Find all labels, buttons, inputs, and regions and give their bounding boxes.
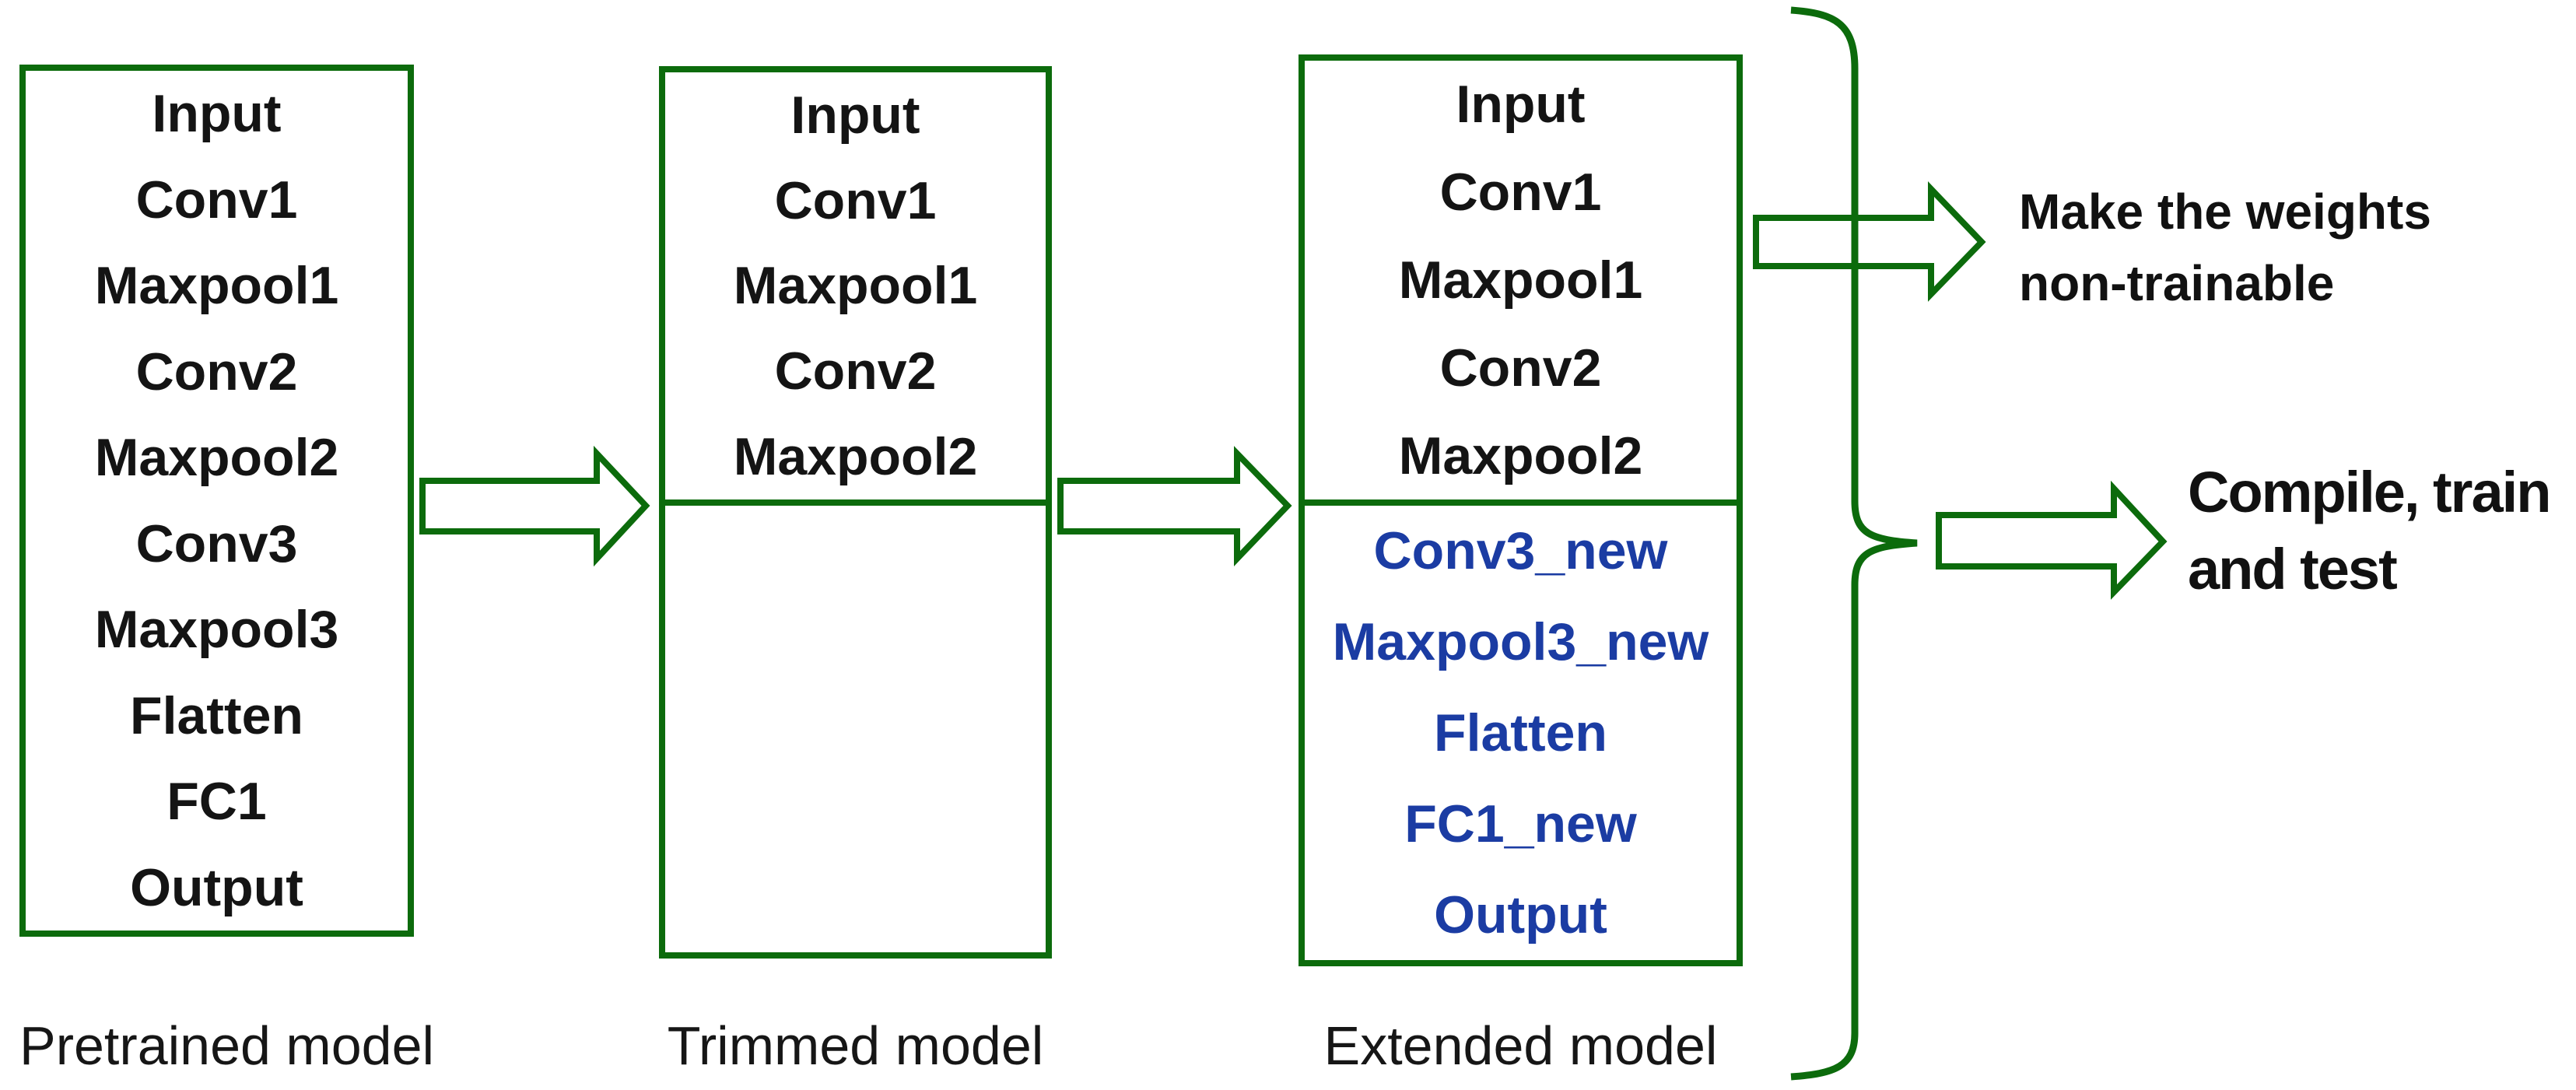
layer-item: Flatten — [130, 685, 303, 745]
trimmed-removed-section — [665, 506, 1046, 952]
extended-frozen-layers-section: Input Conv1 Maxpool1 Conv2 Maxpool2 — [1305, 61, 1737, 506]
layer-item: Input — [152, 84, 282, 144]
compile-line2: and test — [2188, 537, 2398, 601]
layer-item: Maxpool1 — [733, 256, 978, 316]
layer-item-new: Conv3_new — [1373, 521, 1668, 581]
layer-item: Conv2 — [135, 342, 298, 401]
extended-new-layers-section: Conv3_new Maxpool3_new Flatten FC1_new O… — [1305, 506, 1737, 960]
arrow-make-weights-icon — [1753, 181, 1986, 302]
compile-train-test-annotation: Compile, train and test — [2188, 454, 2551, 608]
layer-item-new: Maxpool3_new — [1332, 612, 1709, 672]
arrow-trimmed-to-extended-icon — [1057, 446, 1292, 566]
make-weights-line2: non-trainable — [2019, 255, 2335, 311]
layer-item-new: Output — [1434, 885, 1607, 945]
compile-line1: Compile, train — [2188, 460, 2551, 524]
layer-item: Input — [790, 85, 920, 145]
extended-model-label: Extended model — [1323, 1015, 1718, 1076]
trimmed-model-label: Trimmed model — [667, 1015, 1044, 1076]
layer-item: Conv2 — [1439, 338, 1602, 398]
layer-item: Conv2 — [774, 342, 937, 401]
layer-item: FC1 — [166, 772, 267, 832]
layer-item: Maxpool2 — [1398, 426, 1643, 485]
layer-item: Maxpool2 — [733, 427, 978, 487]
layer-item: Conv1 — [774, 170, 937, 230]
brace-icon — [1790, 6, 1918, 1081]
trimmed-model-box: Input Conv1 Maxpool1 Conv2 Maxpool2 — [659, 66, 1052, 959]
layer-item: Conv1 — [1439, 163, 1602, 223]
pretrained-model-label: Pretrained model — [19, 1015, 435, 1076]
layer-item: Maxpool3 — [94, 600, 339, 660]
make-weights-line1: Make the weights — [2019, 184, 2431, 240]
layer-item-new: FC1_new — [1404, 794, 1637, 853]
layer-item: Input — [1456, 75, 1586, 135]
layer-item-new: Flatten — [1434, 703, 1607, 762]
trimmed-kept-layers-section: Input Conv1 Maxpool1 Conv2 Maxpool2 — [665, 72, 1046, 506]
make-weights-annotation: Make the weights non-trainable — [2019, 176, 2431, 319]
pretrained-layers-section: Input Conv1 Maxpool1 Conv2 Maxpool2 Conv… — [26, 71, 408, 931]
pretrained-model-box: Input Conv1 Maxpool1 Conv2 Maxpool2 Conv… — [19, 65, 414, 937]
layer-item: Output — [130, 857, 303, 917]
layer-item: Conv3 — [135, 513, 298, 573]
layer-item: Maxpool1 — [1398, 250, 1643, 310]
layer-item: Maxpool1 — [94, 256, 339, 316]
arrow-compile-icon — [1936, 480, 2168, 600]
layer-item: Conv1 — [135, 170, 298, 230]
arrow-pretrained-to-trimmed-icon — [419, 445, 650, 567]
extended-model-box: Input Conv1 Maxpool1 Conv2 Maxpool2 Conv… — [1299, 54, 1743, 966]
layer-item: Maxpool2 — [94, 428, 339, 488]
